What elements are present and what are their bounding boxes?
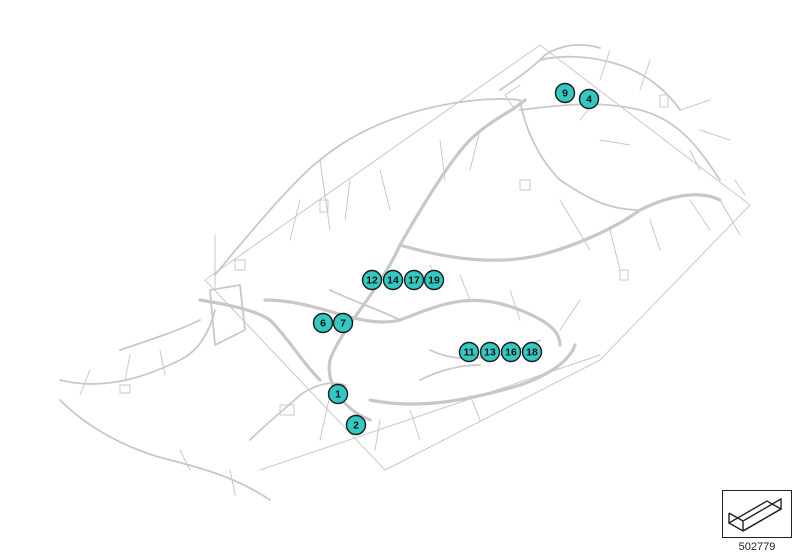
callout-16[interactable]: 16 [500, 341, 522, 363]
callout-6-circle [312, 312, 334, 334]
callout-6-label: 6 [320, 318, 326, 330]
callout-13[interactable]: 13 [479, 341, 501, 363]
callout-6[interactable]: 6 [312, 312, 334, 334]
callout-13-circle [479, 341, 501, 363]
callout-12-label: 12 [366, 275, 378, 287]
callout-7-label: 7 [340, 318, 346, 330]
callout-12-circle [361, 269, 383, 291]
callout-2-label: 2 [353, 420, 359, 432]
callout-1[interactable]: 1 [327, 383, 349, 405]
callout-14[interactable]: 14 [382, 269, 404, 291]
callout-7-circle [332, 312, 354, 334]
callout-16-circle [500, 341, 522, 363]
callout-7[interactable]: 7 [332, 312, 354, 334]
callout-14-circle [382, 269, 404, 291]
arrow-reference-icon [727, 497, 783, 532]
callout-17-label: 17 [408, 275, 420, 287]
callout-11-circle [458, 341, 480, 363]
callout-9-label: 9 [562, 88, 568, 100]
callout-9-circle [554, 82, 576, 104]
reference-number: 502779 [738, 541, 776, 553]
callout-1-circle [327, 383, 349, 405]
callout-18-label: 18 [526, 347, 538, 359]
callout-19-label: 19 [428, 275, 440, 287]
callout-19[interactable]: 19 [423, 269, 445, 291]
callout-18[interactable]: 18 [521, 341, 543, 363]
reference-box [722, 490, 792, 538]
callout-18-circle [521, 341, 543, 363]
callout-1-label: 1 [335, 389, 341, 401]
callout-4-label: 4 [586, 94, 592, 106]
callout-9[interactable]: 9 [554, 82, 576, 104]
callout-12[interactable]: 12 [361, 269, 383, 291]
callout-4[interactable]: 4 [578, 88, 600, 110]
callout-2-circle [345, 414, 367, 436]
callout-17-circle [403, 269, 425, 291]
wiring-harness-drawing [59, 44, 751, 501]
callout-11-label: 11 [463, 347, 474, 359]
callout-13-label: 13 [484, 347, 496, 359]
callout-4-circle [578, 88, 600, 110]
callout-14-label: 14 [387, 275, 399, 287]
callout-19-circle [423, 269, 445, 291]
callout-11[interactable]: 11 [458, 341, 480, 363]
callout-16-label: 16 [505, 347, 517, 359]
callout-17[interactable]: 17 [403, 269, 425, 291]
callout-2[interactable]: 2 [345, 414, 367, 436]
